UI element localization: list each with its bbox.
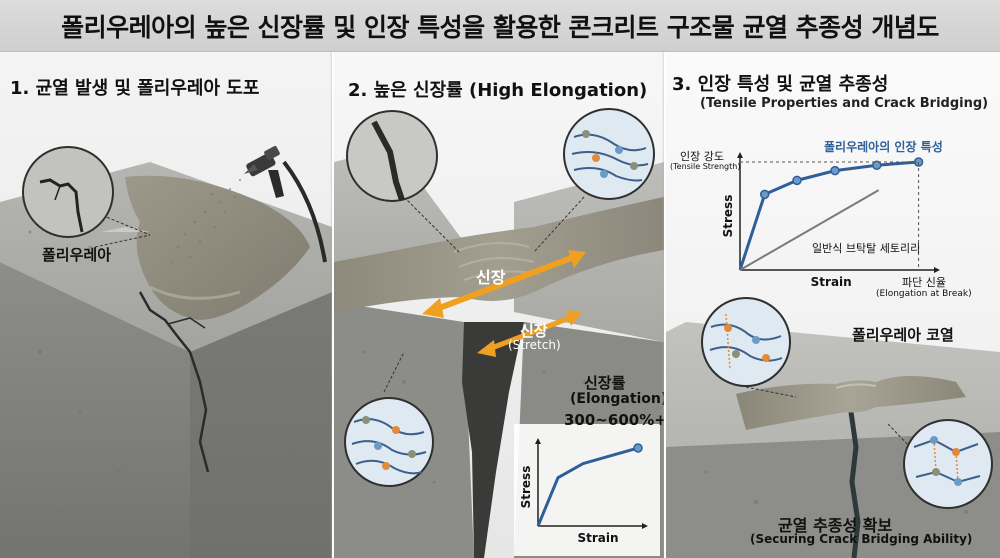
elongation-value: 300~600%+: [564, 411, 664, 429]
series-line-0: [738, 160, 919, 271]
divider-2: [664, 52, 666, 558]
panel-crack-and-application: 1. 균열 발생 및 폴리우레아 도포 폴리우레아: [0, 52, 332, 558]
bottom-label: 균열 추종성 확보: [778, 516, 893, 535]
bridged-crack: [848, 411, 861, 558]
crack-detail-zoom-icon: [346, 110, 460, 253]
panel3-heading: 3. 인장 특성 및 균열 추종성: [672, 74, 889, 95]
stretch-label-bottom: 신장: [520, 322, 548, 340]
spray-gun-icon: [244, 146, 327, 263]
series-polyurea-label: 폴리우레아의 인장 특성: [824, 140, 943, 154]
y-axis-label: Stress: [519, 466, 533, 509]
panel2-heading: 2. 높은 신장률 (High Elongation): [348, 80, 648, 101]
x-axis-label: Strain: [577, 531, 618, 545]
x-axis-arrow: [934, 267, 940, 273]
data-point: [759, 189, 770, 200]
panel1-heading: 1. 균열 발생 및 폴리우레아 도포: [10, 78, 260, 99]
break-elongation-label: 파단 신율: [902, 276, 946, 289]
general-series-label: 일반식 브탁탈 세토리리: [812, 242, 921, 255]
break-elongation-label-en: (Elongation at Break): [876, 289, 972, 299]
spray-mist: [170, 178, 242, 264]
stretched-polyurea-coating: [334, 197, 664, 312]
elongation-label: 신장률: [584, 374, 626, 392]
x-axis-label: Strain: [811, 275, 852, 289]
surface-crack: [138, 291, 210, 473]
crack-gap: [462, 322, 524, 558]
data-point: [792, 175, 802, 186]
panel1-illustration: [0, 146, 332, 558]
polymer-network-zoom-icon: [701, 297, 797, 398]
bottom-label-en: (Securing Crack Bridging Ability): [750, 532, 973, 546]
divider-1: [332, 52, 334, 558]
stretch-label-bottom-en: (Stretch): [508, 338, 561, 352]
stretch-label-top: 신장: [476, 268, 506, 287]
data-point: [633, 443, 643, 453]
tensile-strength-label: 인장 강도: [680, 150, 724, 163]
title-bar: 폴리우레아의 높은 신장률 및 인장 특성을 활용한 콘크리트 구조물 균열 추…: [0, 0, 1000, 52]
stretch-arrow-bottom: [477, 310, 582, 357]
y-axis-arrow: [535, 438, 541, 444]
polyurea-label: 폴리우레아: [42, 246, 112, 264]
elongation-label-en: (Elongation): [570, 391, 664, 407]
polyurea-coating: [125, 175, 310, 320]
stretch-arrow-top: [422, 250, 586, 318]
crosslink-network-zoom-icon: [887, 419, 993, 509]
panel3-subheading: (Tensile Properties and Crack Bridging): [700, 96, 989, 111]
series-line-0: [536, 446, 639, 527]
polymer-chain-relaxed-icon: [344, 351, 434, 487]
coating-label: 폴리우레아 코열: [852, 326, 954, 344]
data-point: [872, 160, 882, 170]
y-axis-label: Stress: [721, 195, 735, 238]
y-axis-arrow: [737, 152, 743, 158]
x-axis-arrow: [642, 523, 648, 529]
series-line-1: [739, 189, 880, 271]
polymer-chain-stretched-icon: [533, 108, 655, 253]
crack-zoom-icon: [22, 146, 151, 248]
polyurea-coating-bridge: [736, 376, 966, 430]
tensile-strength-label-en: (Tensile Strength): [670, 162, 741, 171]
page-title: 폴리우레아의 높은 신장률 및 인장 특성을 활용한 콘크리트 구조물 균열 추…: [61, 12, 939, 42]
data-point: [830, 165, 840, 176]
